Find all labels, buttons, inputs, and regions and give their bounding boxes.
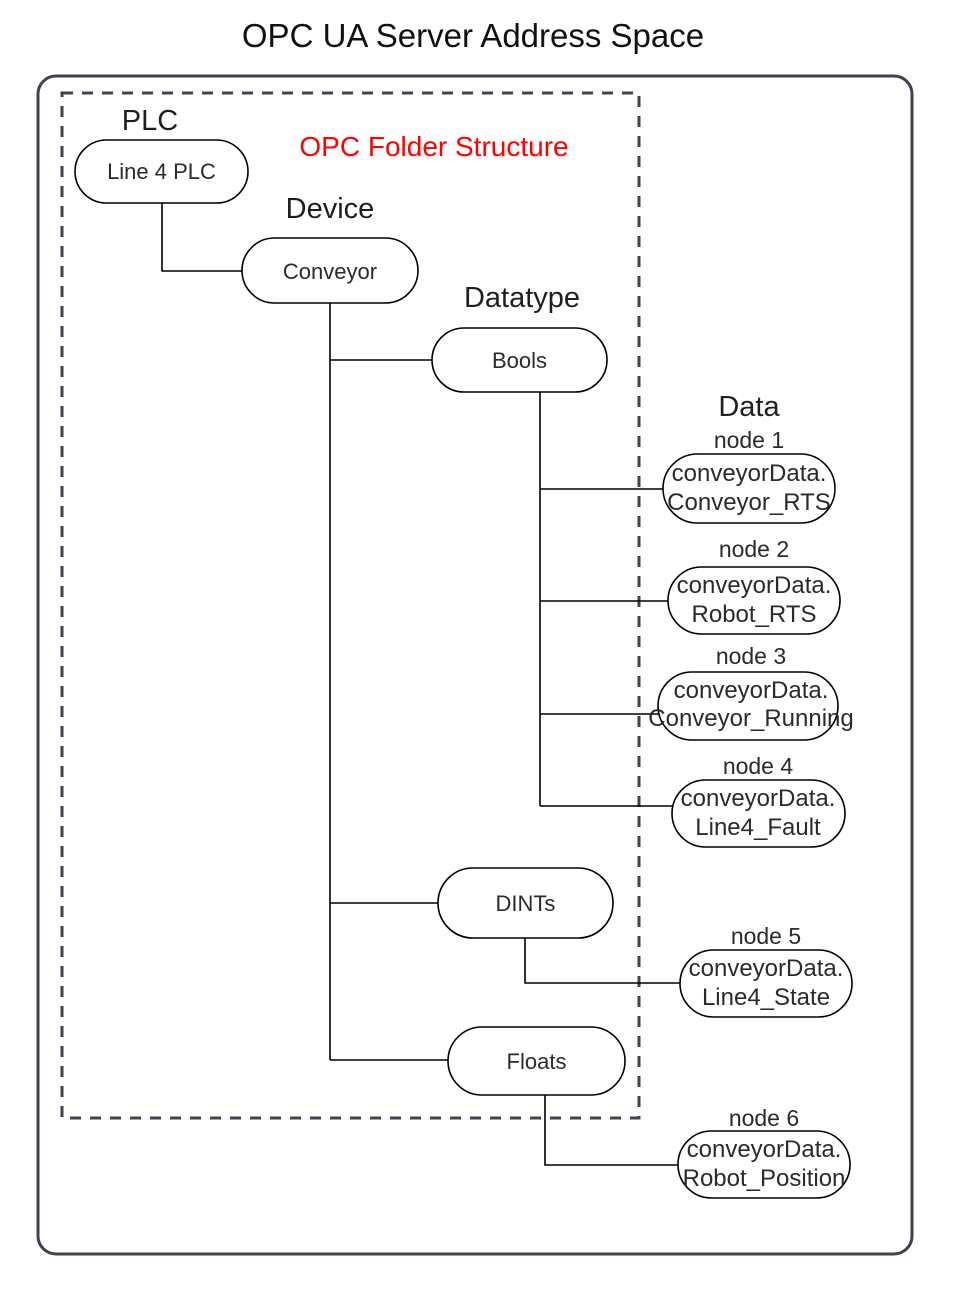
data-node-3-line2: Conveyor_Running bbox=[648, 705, 853, 732]
node-line-4-plc[interactable]: Line 4 PLC bbox=[74, 139, 249, 204]
node-dints-label: DINTs bbox=[496, 891, 556, 916]
data-node-1-line1: conveyorData. bbox=[672, 460, 827, 487]
data-node-1-line2: Conveyor_RTS bbox=[667, 489, 831, 516]
node-bools-label: Bools bbox=[492, 348, 547, 373]
data-node-5[interactable]: node 5 conveyorData. Line4_State bbox=[679, 923, 853, 1018]
edge-dints-to-node5 bbox=[524, 938, 680, 984]
data-node-5-caption: node 5 bbox=[731, 923, 801, 949]
node-line-4-plc-shape bbox=[74, 139, 249, 204]
node-dints[interactable]: DINTs bbox=[437, 867, 614, 939]
data-node-5-shape bbox=[679, 949, 853, 1018]
opc-folder-structure-annotation: OPC Folder Structure bbox=[299, 131, 568, 162]
column-label-device: Device bbox=[286, 193, 375, 225]
data-node-6-line1: conveyorData. bbox=[687, 1136, 842, 1163]
data-node-3[interactable]: node 3 conveyorData. Conveyor_Running bbox=[648, 643, 854, 741]
data-node-2-line1: conveyorData. bbox=[677, 572, 832, 599]
data-node-4-line1: conveyorData. bbox=[681, 785, 836, 812]
column-label-datatype: Datatype bbox=[464, 282, 580, 314]
node-floats-shape bbox=[447, 1026, 626, 1096]
edge-plc-to-conveyor bbox=[161, 203, 242, 272]
page-title: OPC UA Server Address Space bbox=[242, 17, 704, 54]
data-node-3-line1: conveyorData. bbox=[674, 677, 829, 704]
data-node-1-shape bbox=[662, 453, 836, 524]
data-node-4-shape bbox=[671, 779, 846, 848]
data-node-3-shape bbox=[657, 671, 839, 741]
data-node-6-shape bbox=[677, 1130, 851, 1199]
node-bools-shape bbox=[431, 327, 608, 393]
data-node-2[interactable]: node 2 conveyorData. Robot_RTS bbox=[667, 536, 841, 635]
data-node-4-caption: node 4 bbox=[723, 753, 794, 779]
data-node-5-line1: conveyorData. bbox=[689, 955, 844, 982]
data-node-6-line2: Robot_Position bbox=[683, 1165, 846, 1192]
node-line-4-plc-label: Line 4 PLC bbox=[107, 159, 216, 184]
data-node-2-line2: Robot_RTS bbox=[692, 601, 817, 628]
node-conveyor-shape bbox=[241, 237, 419, 304]
data-node-4-line2: Line4_Fault bbox=[695, 814, 821, 841]
opc-folder-structure-boundary bbox=[60, 91, 641, 1120]
data-node-1[interactable]: node 1 conveyorData. Conveyor_RTS bbox=[662, 427, 836, 524]
column-label-plc: PLC bbox=[122, 105, 178, 137]
data-node-4[interactable]: node 4 conveyorData. Line4_Fault bbox=[671, 753, 846, 848]
data-node-6-caption: node 6 bbox=[729, 1105, 799, 1131]
data-node-2-caption: node 2 bbox=[719, 536, 789, 562]
data-node-3-caption: node 3 bbox=[716, 643, 786, 669]
server-address-space-container bbox=[36, 74, 914, 1256]
data-node-6[interactable]: node 6 conveyorData. Robot_Position bbox=[677, 1105, 851, 1199]
node-floats[interactable]: Floats bbox=[447, 1026, 626, 1096]
edge-floats-to-node6 bbox=[544, 1095, 678, 1166]
data-node-5-line2: Line4_State bbox=[702, 984, 830, 1011]
data-node-1-caption: node 1 bbox=[714, 427, 784, 453]
node-bools[interactable]: Bools bbox=[431, 327, 608, 393]
column-label-data: Data bbox=[718, 391, 780, 423]
node-dints-shape bbox=[437, 867, 614, 939]
data-node-2-shape bbox=[667, 566, 841, 635]
node-floats-label: Floats bbox=[507, 1049, 567, 1074]
node-conveyor[interactable]: Conveyor bbox=[241, 237, 419, 304]
node-conveyor-label: Conveyor bbox=[283, 259, 377, 284]
